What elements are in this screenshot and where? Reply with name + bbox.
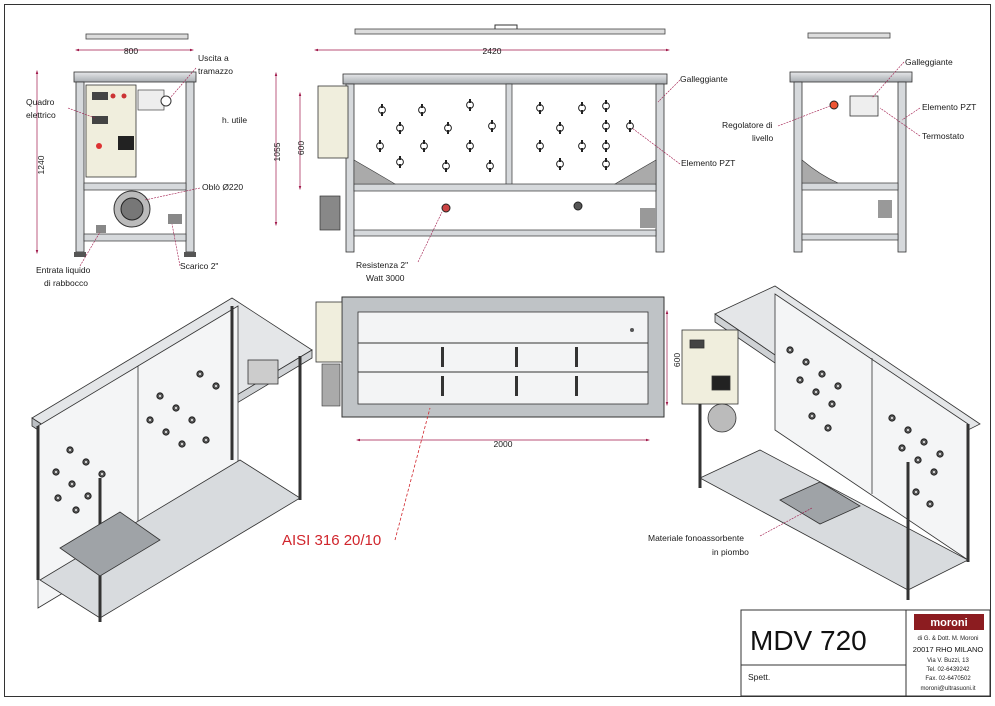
uscita-label-1: Uscita a bbox=[198, 53, 229, 63]
company-logo bbox=[914, 614, 984, 630]
left-side-view: 800 1240 Quadro elettrico Uscita a trama… bbox=[26, 33, 243, 288]
company-fax: Fax. 02-6470502 bbox=[925, 676, 971, 682]
top-width-dim: 2000 bbox=[494, 439, 513, 449]
entrata-label-2: di rabbocco bbox=[44, 278, 88, 288]
resistenza-label-1: Resistenza 2" bbox=[356, 260, 408, 270]
quadro-label-1: Quadro bbox=[26, 97, 55, 107]
company-tel: Tel. 02-6439242 bbox=[926, 667, 970, 673]
right-side-view: Galleggiante Regolatore di livello Eleme… bbox=[722, 32, 976, 253]
regolatore-label-2: livello bbox=[752, 133, 774, 143]
client-label: Spett. bbox=[748, 672, 770, 682]
regolatore-label-1: Regolatore di bbox=[722, 120, 773, 130]
galleggiante-center-label: Galleggiante bbox=[680, 74, 728, 84]
company-address: Via V. Buzzi, 13 bbox=[927, 658, 969, 664]
company-email: moroni@ultrasuoni.it bbox=[920, 686, 975, 692]
galleggiante-right-label: Galleggiante bbox=[905, 57, 953, 67]
h-utile-label: h. utile bbox=[222, 115, 247, 125]
quadro-label-2: elettrico bbox=[26, 110, 56, 120]
center-width-dim: 2420 bbox=[483, 46, 502, 56]
electric-panel bbox=[85, 84, 137, 178]
left-width-dim: 800 bbox=[124, 46, 138, 56]
page-border bbox=[4, 4, 991, 697]
model-title: MDV 720 bbox=[750, 625, 867, 656]
center-front-view: 2420 600 1055 h. utile Galleggiante bbox=[222, 24, 735, 283]
center-depth-dim: 600 bbox=[296, 141, 306, 155]
fonoassorbente-label-2: in piombo bbox=[712, 547, 749, 557]
resistenza-label-2: Watt 3000 bbox=[366, 273, 405, 283]
left-isometric-view bbox=[31, 297, 313, 622]
top-depth-dim: 600 bbox=[672, 353, 682, 367]
oblo-label: Oblò Ø220 bbox=[202, 182, 243, 192]
left-height-dim: 1240 bbox=[36, 155, 46, 174]
entrata-label-1: Entrata liquido bbox=[36, 265, 91, 275]
center-height-dim: 1055 bbox=[272, 142, 282, 161]
pzt-right-label: Elemento PZT bbox=[922, 102, 976, 112]
right-isometric-view bbox=[681, 285, 981, 600]
top-view: 2000 600 AISI 316 20/10 bbox=[282, 296, 682, 549]
company-sub: di G. & Dott. M. Moroni bbox=[917, 636, 978, 642]
fonoassorbente-label-1: Materiale fonoassorbente bbox=[648, 533, 744, 543]
material-label: AISI 316 20/10 bbox=[282, 532, 381, 549]
uscita-label-2: tramazzo bbox=[198, 66, 233, 76]
termostato-label: Termostato bbox=[922, 131, 964, 141]
pzt-center-label: Elemento PZT bbox=[681, 158, 735, 168]
title-block: MDV 720 Spett. moroni di G. & Dott. M. M… bbox=[740, 609, 991, 697]
scarico-label: Scarico 2" bbox=[180, 261, 218, 271]
company-logo-text: moroni bbox=[930, 617, 967, 629]
company-city: 20017 RHO MILANO bbox=[913, 645, 984, 654]
